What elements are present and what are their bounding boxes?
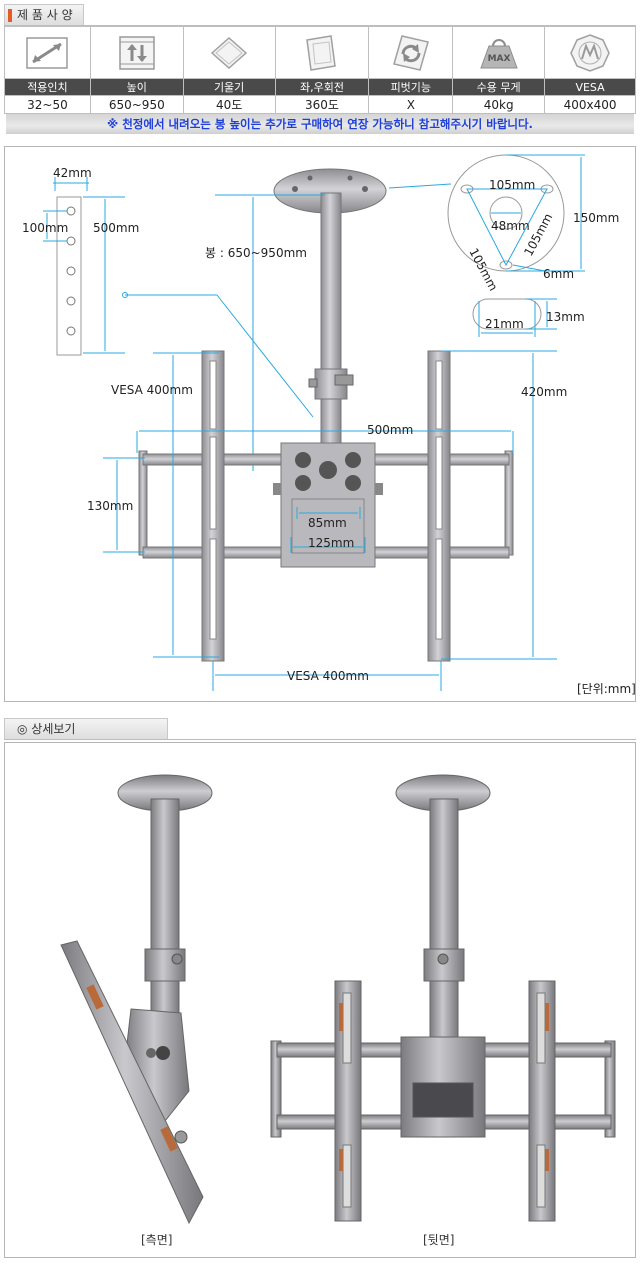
dim-48: 48mm <box>491 219 530 233</box>
tilt-icon <box>210 36 248 69</box>
spec-table: MAX 적용인치 높이 기울기 좌,우회전 피벗기능 수용 무게 VESA 32… <box>4 26 636 114</box>
spec-value: 40도 <box>182 95 276 114</box>
dim-pole-length: 봉 : 650~950mm <box>205 246 307 260</box>
spec-label: 피벗기능 <box>368 78 454 96</box>
detail-photos <box>60 774 616 1225</box>
ceiling-mount-drawing <box>273 168 387 444</box>
spec-icon-cell <box>544 26 636 79</box>
side-view-photo <box>60 774 213 1225</box>
detail-photo-panel: [측면] [뒷면] <box>4 742 636 1258</box>
dimension-diagram: 42mm 100mm 500mm 봉 : 650~950mm <box>22 154 636 696</box>
detail-section-tab: ◎ 상세보기 <box>4 718 168 740</box>
vesa-bracket-drawing <box>138 350 514 662</box>
spec-icon-cell <box>274 26 370 79</box>
spec-label: 높이 <box>89 78 184 96</box>
spec-tab-underline <box>4 25 636 26</box>
pole-extension-notice: ※ 천정에서 내려오는 봉 높이는 추가로 구매하여 연장 가능하니 참고해주시… <box>6 114 634 134</box>
max-weight-icon: MAX <box>479 38 518 68</box>
swivel-icon <box>306 34 336 71</box>
spec-icon-cell: MAX <box>452 26 546 79</box>
spec-value: 400x400 <box>544 95 636 114</box>
dim-6: 6mm <box>543 267 574 281</box>
height-adjust-icon <box>119 35 155 70</box>
dim-150: 150mm <box>573 211 619 225</box>
dim-vesa-vertical: VESA 400mm <box>111 383 193 397</box>
plate-dimension-lines <box>478 154 585 337</box>
side-view-caption: [측면] <box>141 1233 173 1247</box>
unit-label: [단위:mm] <box>577 682 636 696</box>
spec-value: 32~50 <box>4 95 91 114</box>
dim-21: 21mm <box>485 317 524 331</box>
dim-420: 420mm <box>521 385 567 399</box>
back-view-caption: [뒷면] <box>423 1233 455 1247</box>
dim-85: 85mm <box>308 516 347 530</box>
mounting-strip-drawing <box>56 196 82 356</box>
dim-42: 42mm <box>53 166 92 180</box>
dim-100: 100mm <box>22 221 68 235</box>
spec-label: VESA <box>544 78 636 96</box>
spec-icon-cell <box>182 26 276 79</box>
spec-label: 좌,우회전 <box>274 78 370 96</box>
dimension-diagram-panel: 42mm 100mm 500mm 봉 : 650~950mm <box>4 146 636 702</box>
max-weight-icon-text: MAX <box>487 54 510 64</box>
diagonal-size-icon <box>26 36 69 69</box>
bracket-dimension-lines <box>103 350 557 691</box>
spec-value: 360도 <box>274 95 370 114</box>
spec-section-tab: 제 품 사 양 <box>4 4 84 26</box>
pole-dimension-lines <box>125 183 452 471</box>
tab-accent-bar <box>8 9 12 22</box>
spec-label: 기울기 <box>182 78 276 96</box>
dim-13: 13mm <box>546 310 585 324</box>
spec-label: 수용 무게 <box>452 78 546 96</box>
dim-125: 125mm <box>308 536 354 550</box>
dim-vesa-horizontal: VESA 400mm <box>287 669 369 683</box>
spec-icon-cell <box>89 26 184 79</box>
strip-dimension-lines <box>43 177 125 354</box>
spec-label: 적용인치 <box>4 78 91 96</box>
spec-value: X <box>368 95 454 114</box>
spec-icon-cell <box>4 26 91 79</box>
dim-500-bracket: 500mm <box>367 423 413 437</box>
spec-value: 40kg <box>452 95 546 114</box>
dim-105-top: 105mm <box>489 178 535 192</box>
spec-icon-cell <box>368 26 454 79</box>
dim-130: 130mm <box>87 499 133 513</box>
spec-section-title: 제 품 사 양 <box>17 8 73 22</box>
spec-value: 650~950 <box>89 95 184 114</box>
detail-section-title: ◎ 상세보기 <box>17 722 76 736</box>
detail-tab-underline <box>4 739 636 740</box>
dim-500-strip: 500mm <box>93 221 139 235</box>
pivot-rotate-icon <box>392 34 429 71</box>
back-view-photo <box>270 774 616 1222</box>
vesa-icon <box>570 33 610 72</box>
